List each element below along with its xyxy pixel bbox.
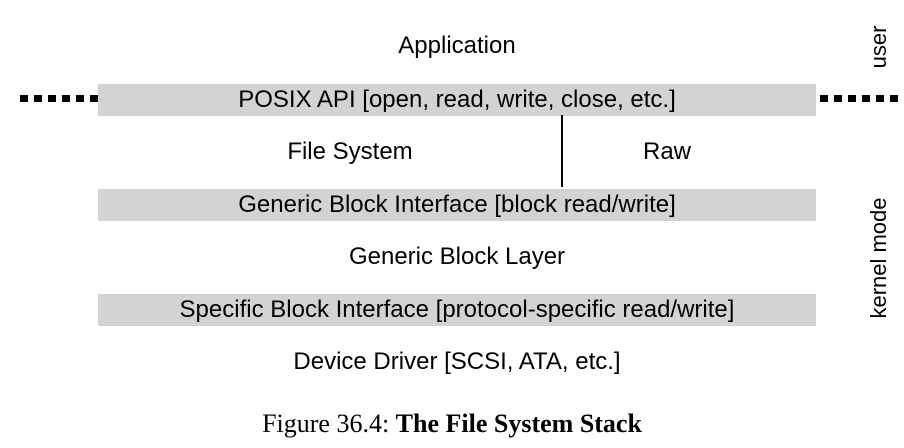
generic-block-interface-label: Generic Block Interface [block read/writ… (238, 191, 676, 218)
file-system-raw-divider (561, 115, 563, 187)
figure-caption: Figure 36.4: The File System Stack (0, 408, 904, 440)
kernel-mode-side-label: kernel mode (866, 197, 891, 319)
user-kernel-boundary-left (20, 95, 98, 102)
posix-api-band: POSIX API [open, read, write, close, etc… (98, 84, 816, 116)
device-driver-layer: Device Driver [SCSI, ATA, etc.] (293, 348, 621, 375)
user-side-label: user (866, 25, 891, 69)
generic-block-interface-band: Generic Block Interface [block read/writ… (98, 189, 816, 221)
specific-block-interface-label: Specific Block Interface [protocol-speci… (179, 296, 735, 323)
application-layer: Application (398, 32, 516, 59)
specific-block-interface-band: Specific Block Interface [protocol-speci… (98, 294, 816, 326)
generic-block-layer: Generic Block Layer (348, 243, 566, 270)
caption-prefix: Figure 36.4: (262, 409, 390, 438)
user-kernel-boundary-right (820, 95, 898, 102)
raw-layer: Raw (642, 138, 691, 165)
posix-api-label: POSIX API [open, read, write, close, etc… (238, 86, 676, 113)
caption-title: The File System Stack (395, 409, 642, 438)
file-system-layer: File System (287, 138, 413, 165)
